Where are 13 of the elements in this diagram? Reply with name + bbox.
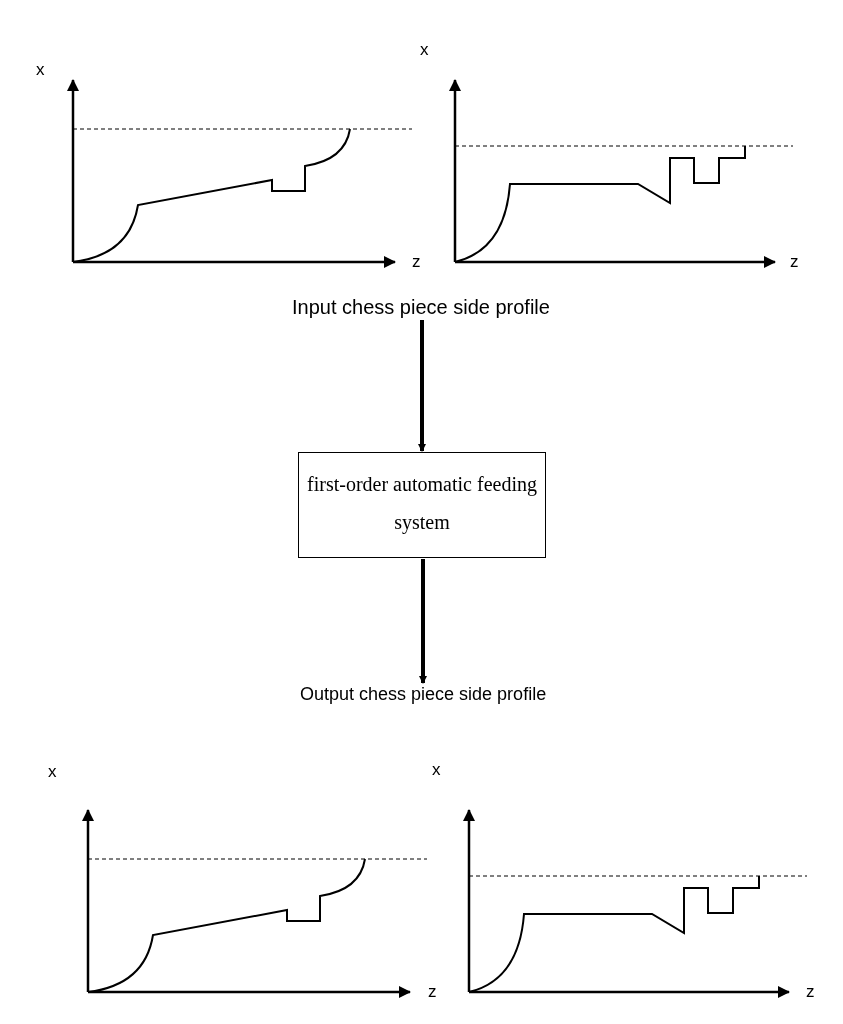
arrow bbox=[418, 320, 426, 452]
caption-text: Input chess piece side profile bbox=[292, 296, 550, 319]
process-box: first-order automatic feeding system bbox=[298, 452, 546, 558]
caption-text: Output chess piece side profile bbox=[300, 684, 547, 705]
axis-label: z bbox=[428, 982, 437, 1002]
axis-label: x bbox=[432, 760, 441, 780]
axis-label: z bbox=[790, 252, 799, 272]
axis-label: z bbox=[412, 252, 421, 272]
axis-label: z bbox=[806, 982, 815, 1002]
axis-label: x bbox=[420, 40, 429, 60]
arrow bbox=[419, 559, 427, 684]
axis-label: x bbox=[36, 60, 45, 80]
axis-label: x bbox=[48, 762, 57, 782]
